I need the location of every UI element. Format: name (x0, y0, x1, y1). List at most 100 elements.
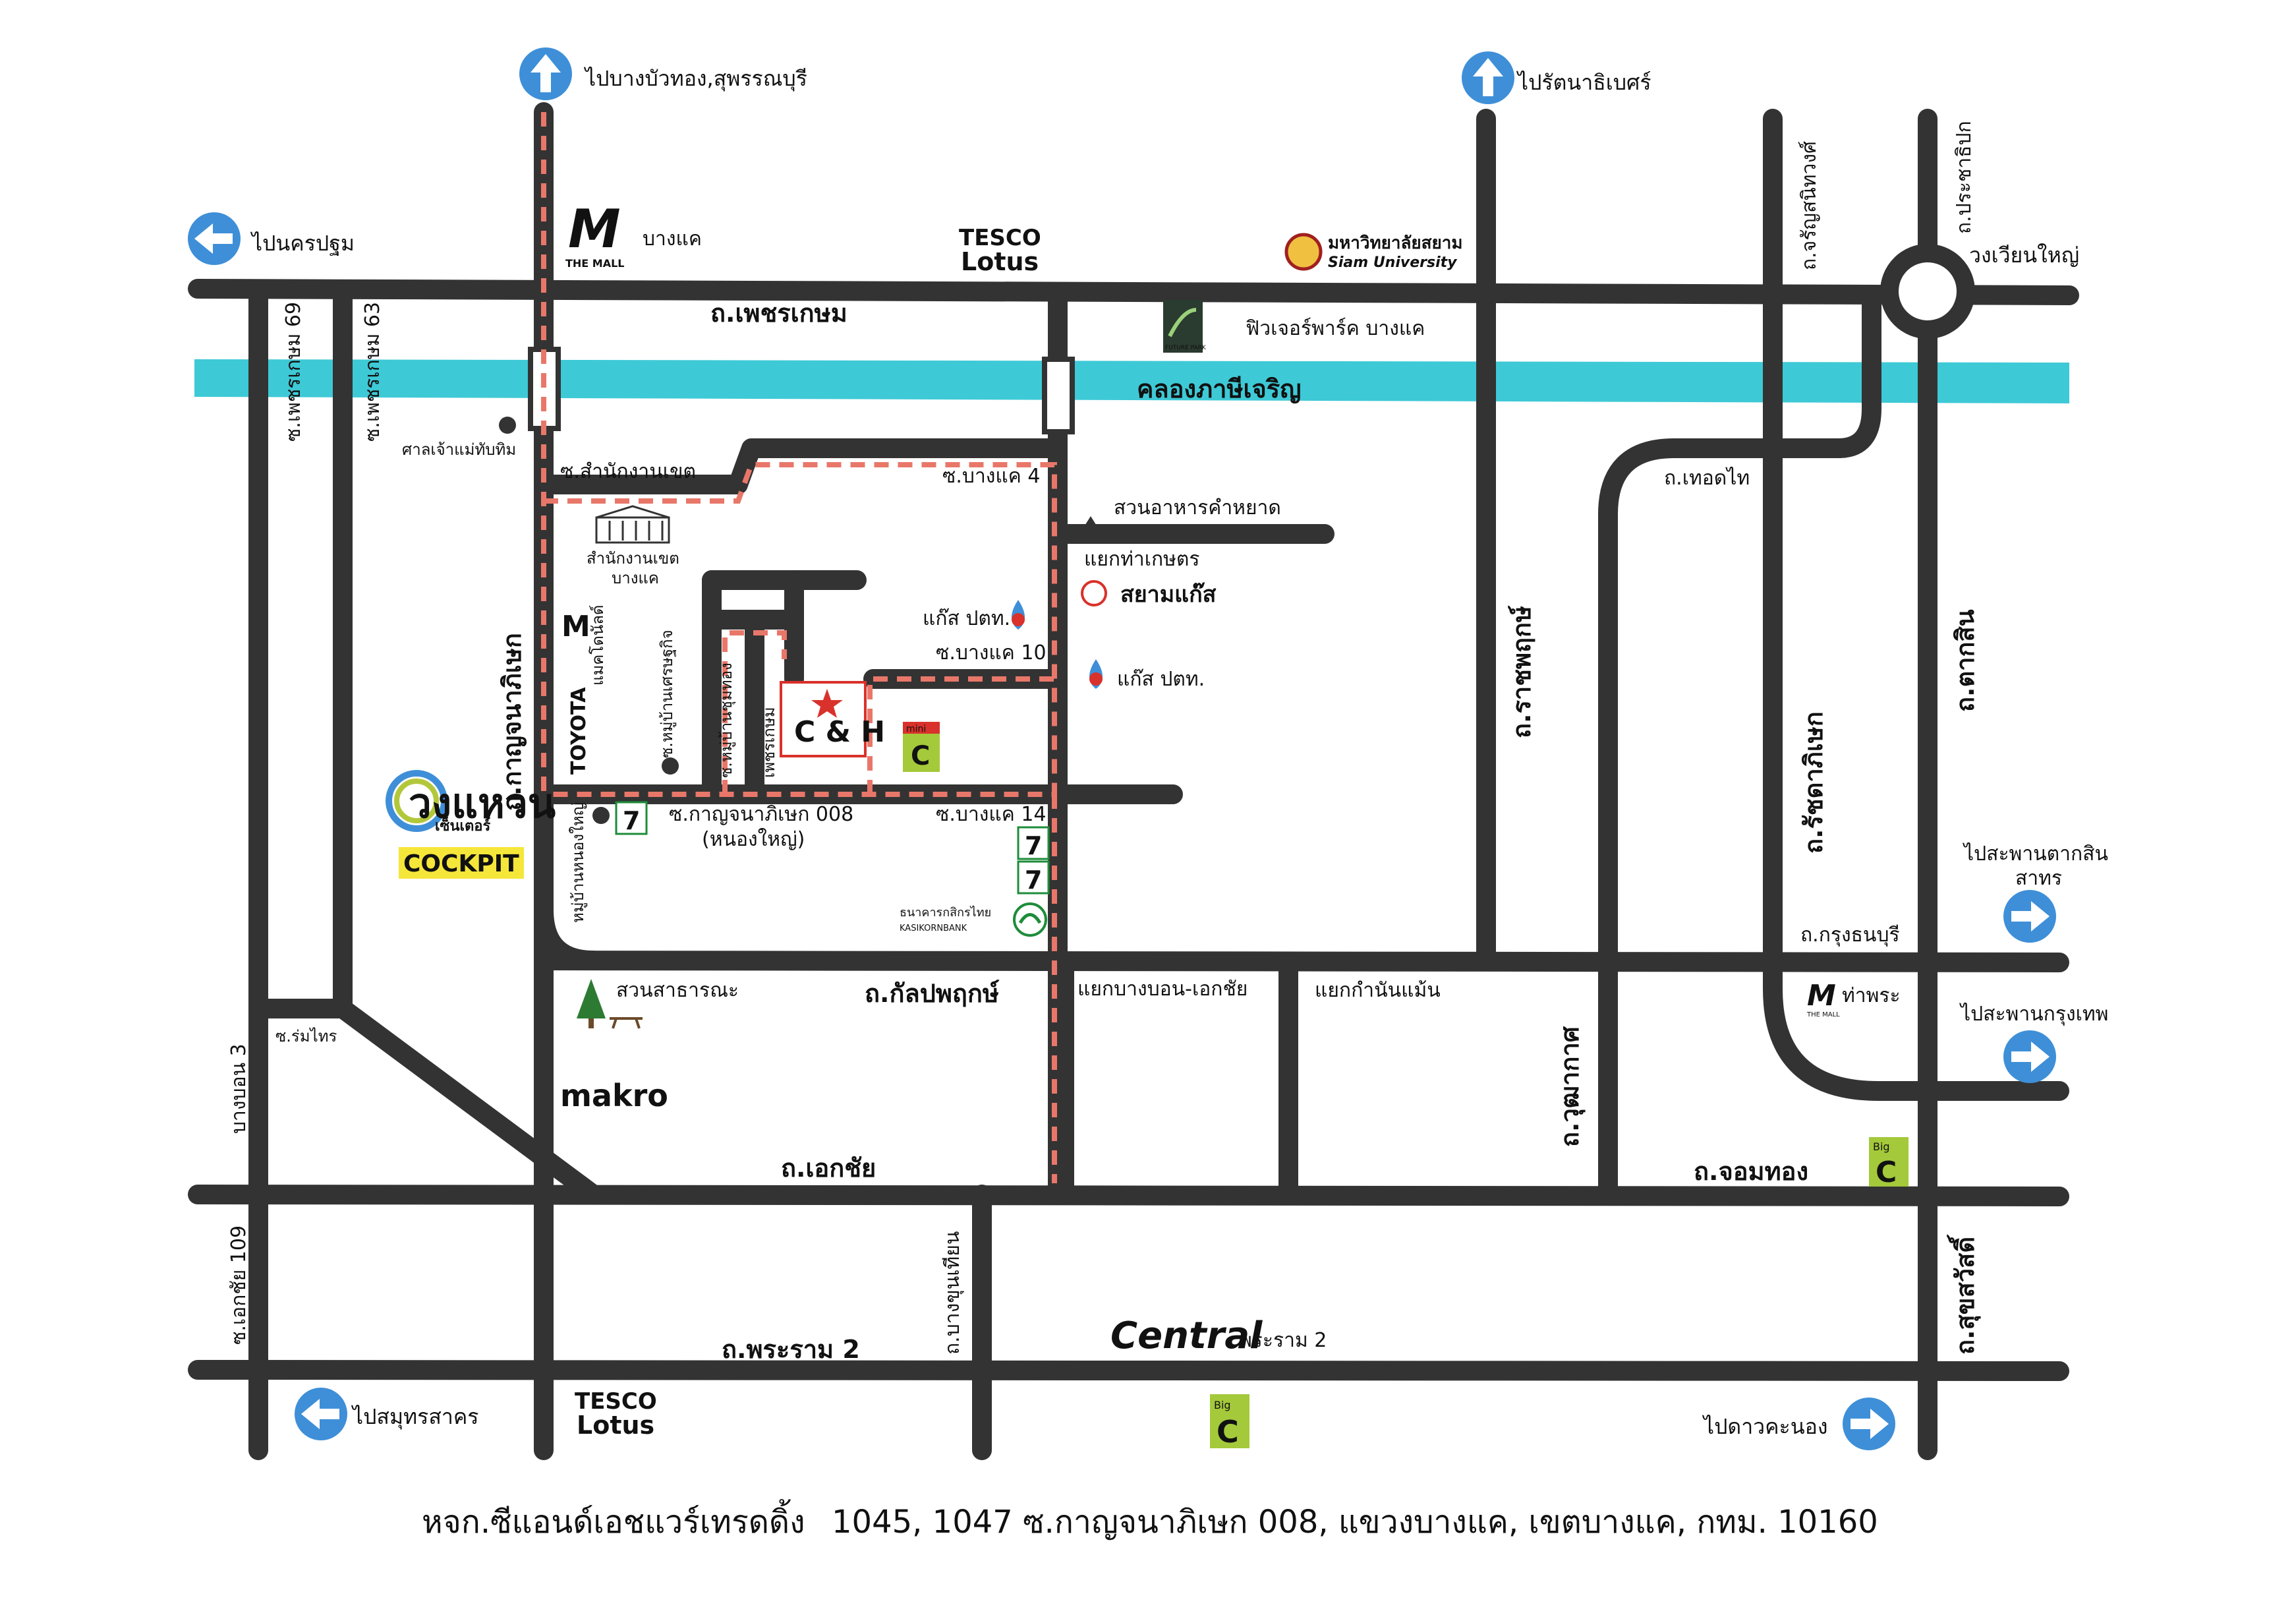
kasikornbank-logo: ธนาคารกสิกรไทย KASIKORNBANK (900, 902, 1047, 937)
road-label-bangkhunthian: ถ.บางขุนเทียน (941, 1231, 965, 1355)
place-ptt-2: แก๊ส ปตท. (1117, 668, 1205, 691)
place-mall-bangkhae: บางแค (643, 227, 702, 250)
road-label-thoetthai: ถ.เทอดไท (1664, 466, 1750, 490)
direction-arrows (188, 47, 2056, 1450)
direction-krungthep-label: ไปสะพานกรุงเทพ (1959, 1002, 2108, 1026)
road-kalpaphruek (540, 951, 2069, 972)
road-thaphra-curve (1763, 267, 2069, 1101)
place-shrine: ศาลเจ้าแม่ทับทิม (402, 440, 516, 459)
poi-dot-icon (592, 807, 610, 824)
ch-logo: C & H (794, 715, 885, 749)
arrow-up-icon[interactable] (1462, 51, 1514, 104)
direction-up-left-label: ไปบางบัวทอง,สุพรรณบุรี (583, 66, 807, 92)
footer-address: 1045, 1047 ซ.กาญจนาภิเษก 008, แขวงบางแค,… (832, 1504, 1878, 1541)
mini-bigc-logo: mini C (903, 722, 940, 772)
road-label-kalpaphruek: ถ.กัลปพฤกษ์ (865, 979, 1000, 1008)
road-label-phetkasem: ถ.เพชรเกษม (710, 299, 847, 328)
siamgas-logo: สยามแก๊ส (1081, 580, 1217, 608)
svg-text:7: 7 (1025, 866, 1042, 895)
road-label-romsai: ซ.ร่มไทร (275, 1027, 337, 1045)
svg-text:Lotus: Lotus (577, 1411, 654, 1440)
arrow-right-icon[interactable] (2003, 1030, 2056, 1083)
place-park: สวนสาธารณะ (616, 979, 739, 1002)
svg-text:สยามแก๊ส: สยามแก๊ส (1120, 581, 1217, 608)
road-label-kanchanaphisek: ถ.กาญจนาภิเษก (498, 633, 527, 811)
road-label-kanchana008: ซ.กาญจนาภิเษก 008 (669, 803, 853, 826)
ptt-gas-icon (1012, 600, 1025, 630)
road-label-phetkasem-side: เพชรเกษม (760, 707, 778, 778)
svg-text:Siam University: Siam University (1328, 254, 1458, 271)
place-mcdonalds: แมคโดนัลด์ (588, 604, 607, 686)
restaurant-triangle-icon (1079, 516, 1102, 534)
road-label-taksin: ถ.ตากสิน (1951, 609, 1980, 712)
road-label-sukhumvit: ถ.สุขสวัสดิ์ (1947, 1234, 1981, 1355)
futurepark-logo: FUTURE PARK (1163, 300, 1207, 353)
road-label-ekachai109: ซ.เอกชัย 109 (227, 1225, 250, 1345)
svg-text:KASIKORNBANK: KASIKORNBANK (900, 924, 967, 933)
svg-text:M: M (568, 198, 621, 260)
bridges (528, 347, 1075, 434)
svg-text:TESCO: TESCO (959, 225, 1041, 251)
road-label-nongyai: (หนองใหญ่) (702, 828, 805, 851)
svg-text:TESCO: TESCO (575, 1388, 657, 1415)
svg-text:C: C (911, 741, 930, 771)
arrow-left-icon[interactable] (295, 1388, 347, 1440)
route-to-ch (541, 112, 1057, 1183)
place-roundabout: วงเวียนใหญ่ (1969, 243, 2079, 268)
road-phetkasem (188, 279, 2079, 305)
svg-text:THE MALL: THE MALL (1806, 1011, 1840, 1018)
road-label-bangkhae4: ซ.บางแค 4 (942, 465, 1040, 488)
direction-sathon-label: สาทร (2015, 867, 2062, 890)
place-district-office: สำนักงานเขต (587, 549, 679, 568)
poi-dot-icon (662, 757, 679, 775)
siam-university-logo: มหาวิทยาลัยสยาม Siam University (1284, 233, 1462, 271)
road-label-phetkasem69: ซ.เพชรเกษม 69 (282, 302, 305, 442)
footer-company: หจก.ซีแอนด์เอชแวร์เทรดดิ้ง (422, 1499, 805, 1541)
svg-text:C: C (1876, 1156, 1897, 1189)
canal-phasi-charoen (194, 359, 2069, 403)
place-ptt-1: แก๊ส ปตท. (923, 607, 1010, 630)
direction-left-label: ไปนครปฐม (250, 231, 355, 256)
canal-label: คลองภาษีเจริญ (1137, 374, 1302, 403)
road-label-bangkhae14: ซ.บางแค 14 (936, 803, 1047, 826)
road-label-bangkhae10: ซ.บางแค 10 (936, 641, 1047, 664)
arrow-right-icon[interactable] (2003, 890, 2056, 943)
bigc-logo: Big C (1210, 1394, 1249, 1450)
svg-text:Big: Big (1214, 1399, 1231, 1411)
roundabout-wongwianyai (1880, 244, 1975, 339)
place-futurepark: ฟิวเจอร์พาร์ค บางแค (1246, 317, 1425, 340)
road-kanchana-bend (534, 900, 603, 970)
arrow-up-icon[interactable] (519, 47, 572, 100)
arrow-right-icon[interactable] (1843, 1398, 1895, 1450)
road-label-prachathipok: ถ.ประชาธิปก (1953, 121, 1976, 234)
svg-text:Big: Big (1873, 1140, 1890, 1153)
ch-destination-marker[interactable]: C & H (780, 681, 885, 757)
road-label-charansanitwong: ถ.จรัญสนิทวงศ์ (1798, 141, 1821, 270)
road-label-moobaan-krit: ซ.หมู่บ้านเศรษฐกิจ (658, 630, 677, 758)
road-label-samnakngankhet: ซ.สำนักงานเขต (560, 460, 696, 483)
seven-eleven-logo: 7 (1017, 860, 1050, 895)
place-district-office-sub: บางแค (612, 569, 659, 587)
direction-up-right-label: ไปรัตนาธิเบศร์ (1516, 70, 1651, 95)
direction-taksin-label: ไปสะพานตากสิน (1963, 842, 2108, 866)
bigc-logo: Big C (1869, 1137, 1909, 1189)
road-label-krungthonburi: ถ.กรุงธนบุรี (1800, 924, 1900, 947)
road-label-ratchaphruek: ถ.ราชพฤกษ์ (1507, 605, 1536, 738)
road-label-phetkasem63: ซ.เพชรเกษม 63 (361, 302, 384, 442)
svg-text:Lotus: Lotus (961, 247, 1039, 276)
the-mall-logo: M THE MALL (565, 198, 625, 270)
road-ratchadaphisek (1598, 285, 1881, 1204)
place-kaset-junction: แยกท่าเกษตร (1084, 548, 1200, 571)
road-label-bangbon3: บางบอน 3 (227, 1044, 250, 1134)
road-label-ratchadaphisek: ถ.รัชดาภิเษก (1799, 711, 1828, 854)
arrow-left-icon[interactable] (188, 212, 241, 265)
seven-eleven-logo: 7 (615, 801, 648, 835)
svg-text:เซ็นเตอร์: เซ็นเตอร์ (435, 816, 491, 835)
ptt-gas-icon (1089, 659, 1103, 689)
svg-text:มหาวิทยาลัยสยาม: มหาวิทยาลัยสยาม (1328, 233, 1462, 253)
svg-text:วงแหวน: วงแหวน (409, 779, 556, 827)
road-rama2 (188, 1360, 2069, 1381)
road-label-ekachai: ถ.เอกชัย (781, 1154, 876, 1183)
